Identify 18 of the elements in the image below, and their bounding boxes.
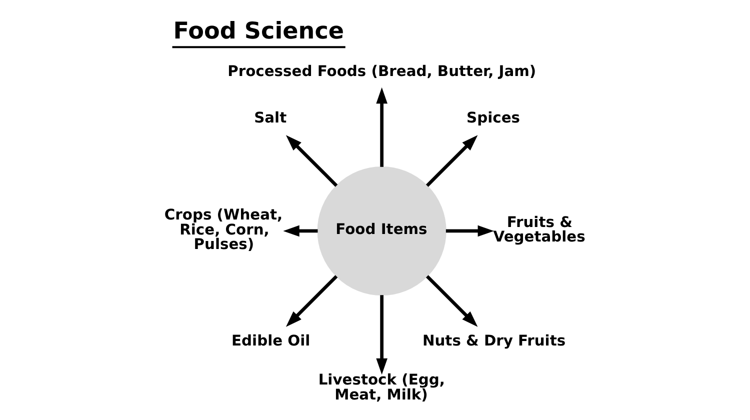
- arrow: [446, 225, 494, 237]
- node-text: Spices: [466, 109, 520, 126]
- node-text: Fruits & Vegetables: [493, 214, 586, 246]
- node-text: Crops (Wheat, Rice, Corn, Pulses): [164, 206, 283, 254]
- arrow: [286, 275, 338, 327]
- node-text: Processed Foods (Bread, Butter, Jam): [228, 63, 536, 80]
- arrow: [376, 295, 388, 375]
- node-text: Nuts & Dry Fruits: [422, 332, 566, 350]
- arrow: [286, 135, 338, 187]
- node-text: Edible Oil: [232, 332, 310, 350]
- node-text: Livestock (Egg, Meat, Milk): [318, 372, 445, 404]
- diagram-title: Food Science: [173, 18, 344, 44]
- arrow: [283, 225, 318, 237]
- arrow: [426, 275, 478, 327]
- node-text: Salt: [254, 109, 287, 126]
- node-circle: Food Items: [317, 166, 446, 296]
- arrow: [426, 135, 478, 187]
- arrow: [376, 87, 388, 167]
